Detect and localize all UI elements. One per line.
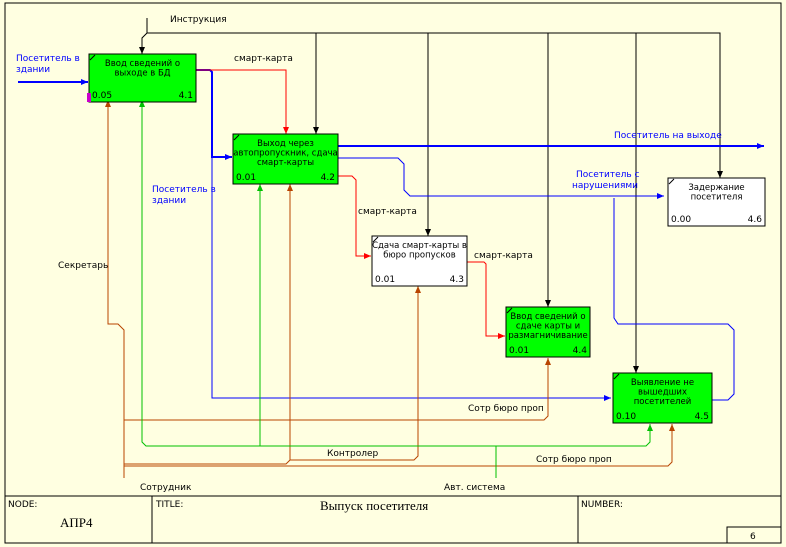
output-arrow-4-1-to-4-2 xyxy=(196,69,232,160)
box-4-6-title-line: Задержание xyxy=(688,183,744,193)
label-visitor-in-building-2a: Посетитель в xyxy=(152,185,216,195)
mechanism-arrow-employee-4-2 xyxy=(124,184,293,465)
box-4-1-rect xyxy=(88,53,197,103)
box-4-3-title-line: бюро пропусков xyxy=(383,251,455,261)
box-4-5-title-line: Выявление не xyxy=(631,378,694,388)
box-4-4-title-line: сдаче карты и xyxy=(516,322,580,332)
box-4-4-title-line: Ввод сведений о xyxy=(510,312,585,322)
box-4-6-corner-mark xyxy=(668,178,675,185)
mechanism-arrow-employee-4-3 xyxy=(290,286,421,461)
label-smart-card-3: смарт-карта xyxy=(474,251,533,261)
number-label: NUMBER: xyxy=(581,500,623,510)
page-number: 6 xyxy=(750,532,756,542)
box-4-2-number: 4.2 xyxy=(321,173,335,183)
title-block: NODE: АПР4 TITLE: Выпуск посетителя NUMB… xyxy=(4,495,782,544)
mechanism-arrow-auto-system-4-1 xyxy=(139,100,497,478)
box-4-1-title-line: Ввод сведений о xyxy=(105,59,180,69)
output-arrow-violations xyxy=(338,157,664,199)
box-4-1-number: 4.1 xyxy=(179,91,193,101)
title-label: TITLE: xyxy=(155,500,183,510)
node-label: NODE: xyxy=(8,500,37,510)
box-4-2-title-line: смарт-карты xyxy=(257,158,314,168)
box-4-5-corner-mark xyxy=(613,373,620,380)
mechanism-arrow-auto-system-4-5 xyxy=(496,424,653,447)
label-visitor-in-building-1a: Посетитель в xyxy=(16,54,80,64)
box-4-3-cost: 0.01 xyxy=(375,275,395,285)
box-4-2-rect xyxy=(232,133,339,185)
box-4-1-cost: 0.05 xyxy=(92,91,112,101)
label-secretary: Секретарь xyxy=(58,261,108,271)
box-4-2-corner-mark xyxy=(233,134,240,141)
label-visitor-in-building-1b: здании xyxy=(16,65,50,75)
arrow-smart-card-3 xyxy=(466,261,505,339)
label-employee: Сотрудник xyxy=(140,483,192,493)
control-arrow-to-4-1 xyxy=(139,32,148,54)
label-instruction: Инструкция xyxy=(170,15,227,25)
arrow-4-1-to-4-5 xyxy=(211,157,611,401)
box-4-2-title-line: автопропускник, сдача xyxy=(233,149,338,159)
box-4-4-cost: 0.01 xyxy=(509,346,529,356)
label-smart-card-1: смарт-карта xyxy=(234,54,293,64)
box-4-3-number: 4.3 xyxy=(450,275,464,285)
box-4-2-cost: 0.01 xyxy=(236,173,256,183)
control-arrow-to-4-6 xyxy=(147,32,723,178)
mechanism-arrow-secretary xyxy=(105,100,125,478)
arrow-smart-card-2 xyxy=(338,175,371,259)
box-4-1-corner-mark xyxy=(89,54,96,61)
label-visitor-at-exit: Посетитель на выходе xyxy=(614,131,722,141)
box-4-6-title-line: посетителя xyxy=(691,193,743,203)
node-value: АПР4 xyxy=(60,515,93,530)
box-4-6-number: 4.6 xyxy=(748,215,763,225)
title-value: Выпуск посетителя xyxy=(320,498,428,513)
box-4-1-marker xyxy=(87,93,91,102)
box-4-5-number: 4.5 xyxy=(695,412,709,422)
box-4-1-title-line: выходе в БД xyxy=(115,69,171,79)
box-4-4-number: 4.4 xyxy=(573,346,588,356)
box-4-3-corner-mark xyxy=(372,236,379,243)
control-arrow-smart-card-1 xyxy=(196,69,289,134)
label-controller: Контролер xyxy=(327,449,379,459)
box-4-6-cost: 0.00 xyxy=(671,215,691,225)
mechanism-arrow-pass-staff-2 xyxy=(124,424,675,467)
mechanism-arrow-pass-staff-1 xyxy=(124,358,551,421)
box-4-4-title-line: размагничивание xyxy=(508,331,587,341)
box-4-5-cost: 0.10 xyxy=(616,412,636,422)
label-pass-office-staff-1: Сотр бюро проп xyxy=(468,404,544,414)
box-4-4-rect xyxy=(505,306,591,358)
label-smart-card-2: смарт-карта xyxy=(358,207,417,217)
box-4-4-corner-mark xyxy=(506,307,513,314)
box-4-3-title-line: Сдача смарт-карты в xyxy=(372,241,467,251)
feedback-arrow-4-5 xyxy=(613,198,735,401)
label-visitor-violations-a: Посетитель с xyxy=(576,170,640,180)
box-4-6-rect xyxy=(667,177,766,227)
box-4-5-title-line: вышедших xyxy=(638,388,687,398)
label-visitor-in-building-2b: здании xyxy=(152,196,186,206)
box-4-2-title-line: Выход через xyxy=(257,139,314,149)
label-visitor-violations-b: нарушениями xyxy=(572,181,638,191)
box-4-3-rect xyxy=(371,235,468,287)
label-auto-system: Авт. система xyxy=(444,483,505,493)
box-4-5-title-line: посетителей xyxy=(634,397,692,407)
label-pass-office-staff-2: Сотр бюро проп xyxy=(536,455,612,465)
box-4-5-rect xyxy=(612,372,713,424)
